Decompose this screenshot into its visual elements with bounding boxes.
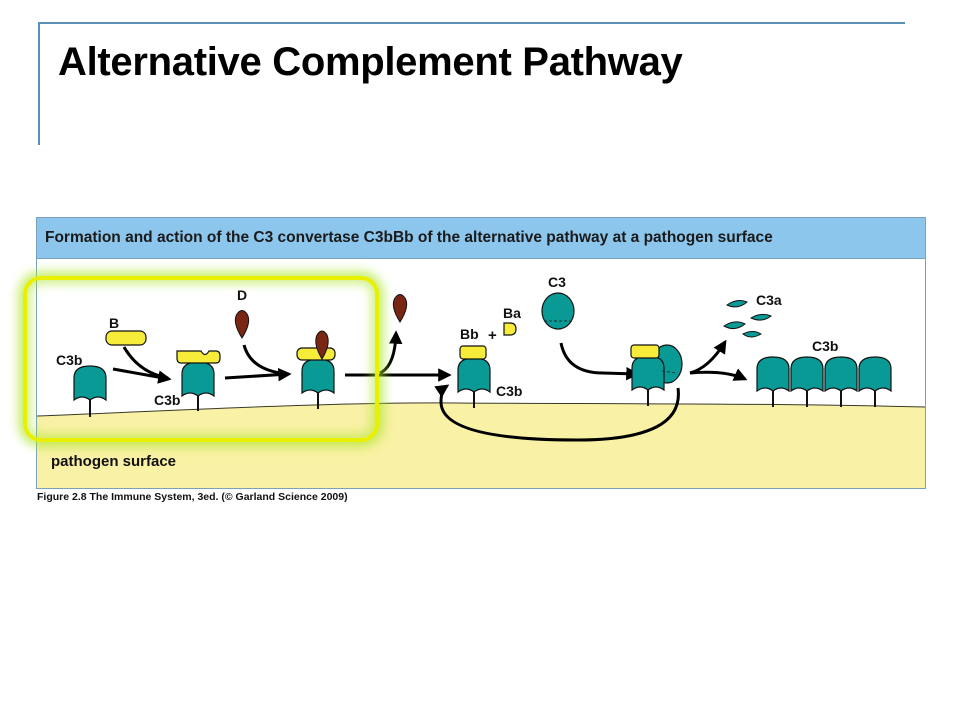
c3b-molecule — [73, 365, 107, 417]
factor-d — [234, 310, 250, 339]
label-c3b-convertase: C3b — [496, 383, 522, 399]
slide-title: Alternative Complement Pathway — [58, 40, 683, 84]
label-bb: Bb — [460, 326, 479, 342]
arrow-d-release — [379, 330, 403, 375]
c3-convertase-c3bbb — [457, 345, 491, 408]
slide-frame-left-rule — [38, 22, 40, 145]
label-factor-b: B — [109, 315, 119, 331]
label-plus: + — [488, 327, 497, 344]
c3bb-cleavage — [296, 330, 336, 409]
pathogen-surface-edge — [37, 402, 925, 417]
label-c3b-right: C3b — [812, 338, 838, 354]
arrow-step2-to-3 — [224, 367, 292, 382]
label-factor-d: D — [237, 287, 247, 303]
figure-header: Formation and action of the C3 convertas… — [37, 218, 925, 259]
deposited-c3b-row — [756, 356, 892, 407]
figure-header-text: Formation and action of the C3 convertas… — [45, 229, 773, 246]
arrow-c3-binds — [559, 342, 640, 381]
c3-molecule — [541, 292, 575, 330]
c3a-fragments — [723, 300, 772, 338]
convertase-cleaving-c3 — [630, 344, 683, 406]
label-ba: Ba — [503, 305, 521, 321]
arrow-b-binds — [122, 346, 169, 380]
label-c3b-left: C3b — [56, 352, 82, 368]
label-c3: C3 — [548, 274, 566, 290]
factor-d-released — [392, 294, 408, 323]
arrow-d-acts — [242, 344, 289, 376]
amplification-loop-arrow — [434, 384, 680, 442]
figure-panel: C3b B C3b D — [36, 217, 926, 489]
c3bb-complex — [176, 350, 221, 411]
ba-fragment — [503, 322, 517, 336]
slide-frame-top-rule — [40, 22, 905, 24]
pathogen-surface — [37, 402, 925, 488]
figure-caption: Figure 2.8 The Immune System, 3ed. (© Ga… — [37, 491, 348, 503]
label-c3b-step2: C3b — [154, 392, 180, 408]
pathway-diagram: C3b B C3b D — [37, 274, 925, 488]
arrow-c3b-deposit — [689, 368, 748, 381]
factor-b — [105, 330, 147, 346]
label-pathogen-surface: pathogen surface — [51, 453, 176, 470]
label-c3a: C3a — [756, 292, 782, 308]
arrow-c3a-release — [689, 339, 727, 375]
